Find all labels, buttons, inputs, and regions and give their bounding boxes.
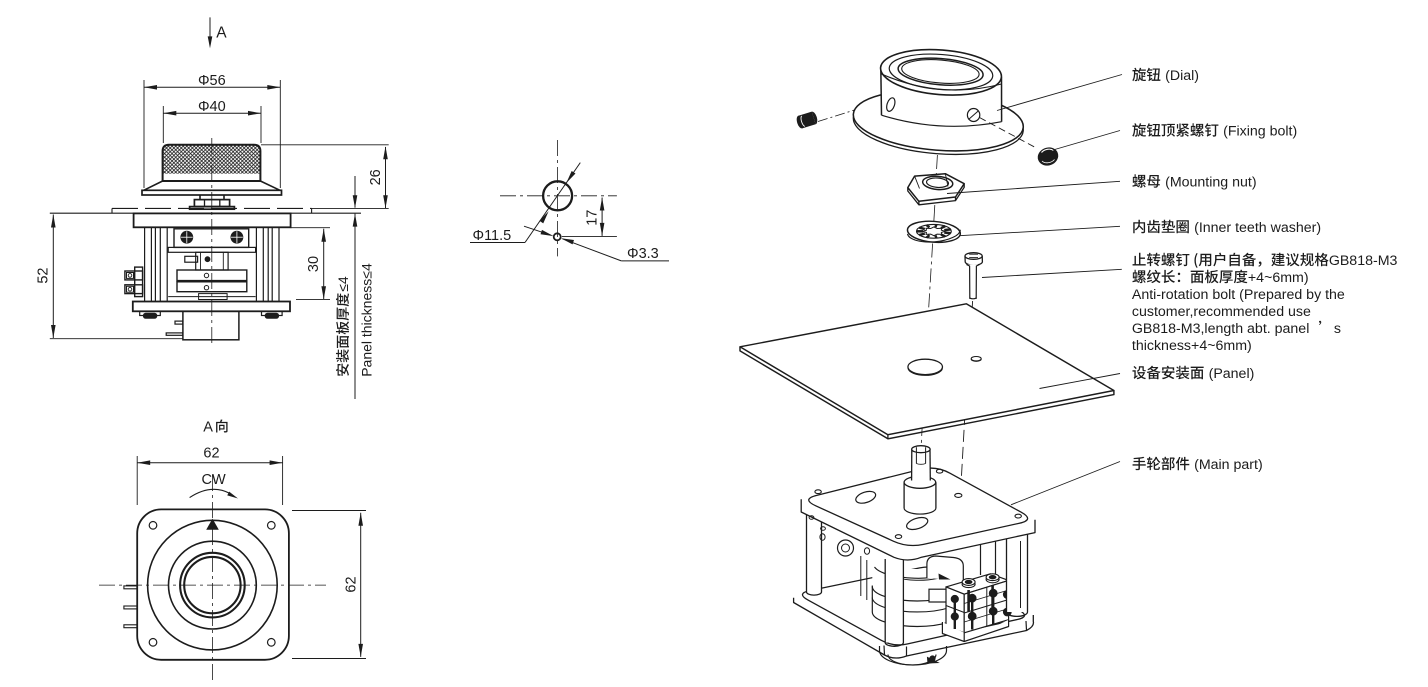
svg-text:GB818-M3,length abt. panel: GB818-M3,length abt. panel — [1132, 321, 1309, 337]
svg-text:(Dial): (Dial) — [1165, 68, 1199, 84]
svg-text:Anti-rotation bolt (Prepared b: Anti-rotation bolt (Prepared by the — [1132, 287, 1345, 303]
svg-text:+4~6mm): +4~6mm) — [1248, 270, 1309, 286]
svg-text:Φ3.3: Φ3.3 — [627, 246, 659, 262]
svg-text:52: 52 — [36, 268, 52, 284]
svg-text:30: 30 — [306, 256, 322, 272]
svg-text:(Inner teeth washer): (Inner teeth washer) — [1194, 220, 1321, 236]
svg-text:(Main part): (Main part) — [1194, 457, 1263, 473]
svg-text:(Fixing bolt): (Fixing bolt) — [1223, 124, 1297, 140]
svg-text:thickness+4~6mm): thickness+4~6mm) — [1132, 338, 1252, 354]
svg-text:62: 62 — [203, 446, 219, 462]
svg-text:≤4: ≤4 — [335, 276, 351, 292]
svg-text:s: s — [1334, 321, 1341, 337]
svg-text:GB818-M3: GB818-M3 — [1329, 253, 1398, 269]
svg-text:Φ56: Φ56 — [198, 73, 226, 89]
svg-text:(Panel): (Panel) — [1209, 366, 1255, 382]
svg-text:customer,recommended use: customer,recommended use — [1132, 304, 1311, 320]
svg-text:Φ11.5: Φ11.5 — [473, 228, 512, 244]
svg-text:17: 17 — [585, 210, 601, 226]
svg-text:Φ40: Φ40 — [198, 99, 226, 115]
svg-text:A: A — [216, 25, 227, 42]
svg-text:A: A — [203, 419, 213, 435]
svg-text:(Mounting nut): (Mounting nut) — [1165, 175, 1256, 191]
svg-text:CW: CW — [202, 472, 226, 488]
svg-text:26: 26 — [368, 169, 384, 185]
svg-text:62: 62 — [343, 576, 359, 592]
svg-text:Panel thickness≤4: Panel thickness≤4 — [359, 263, 375, 377]
